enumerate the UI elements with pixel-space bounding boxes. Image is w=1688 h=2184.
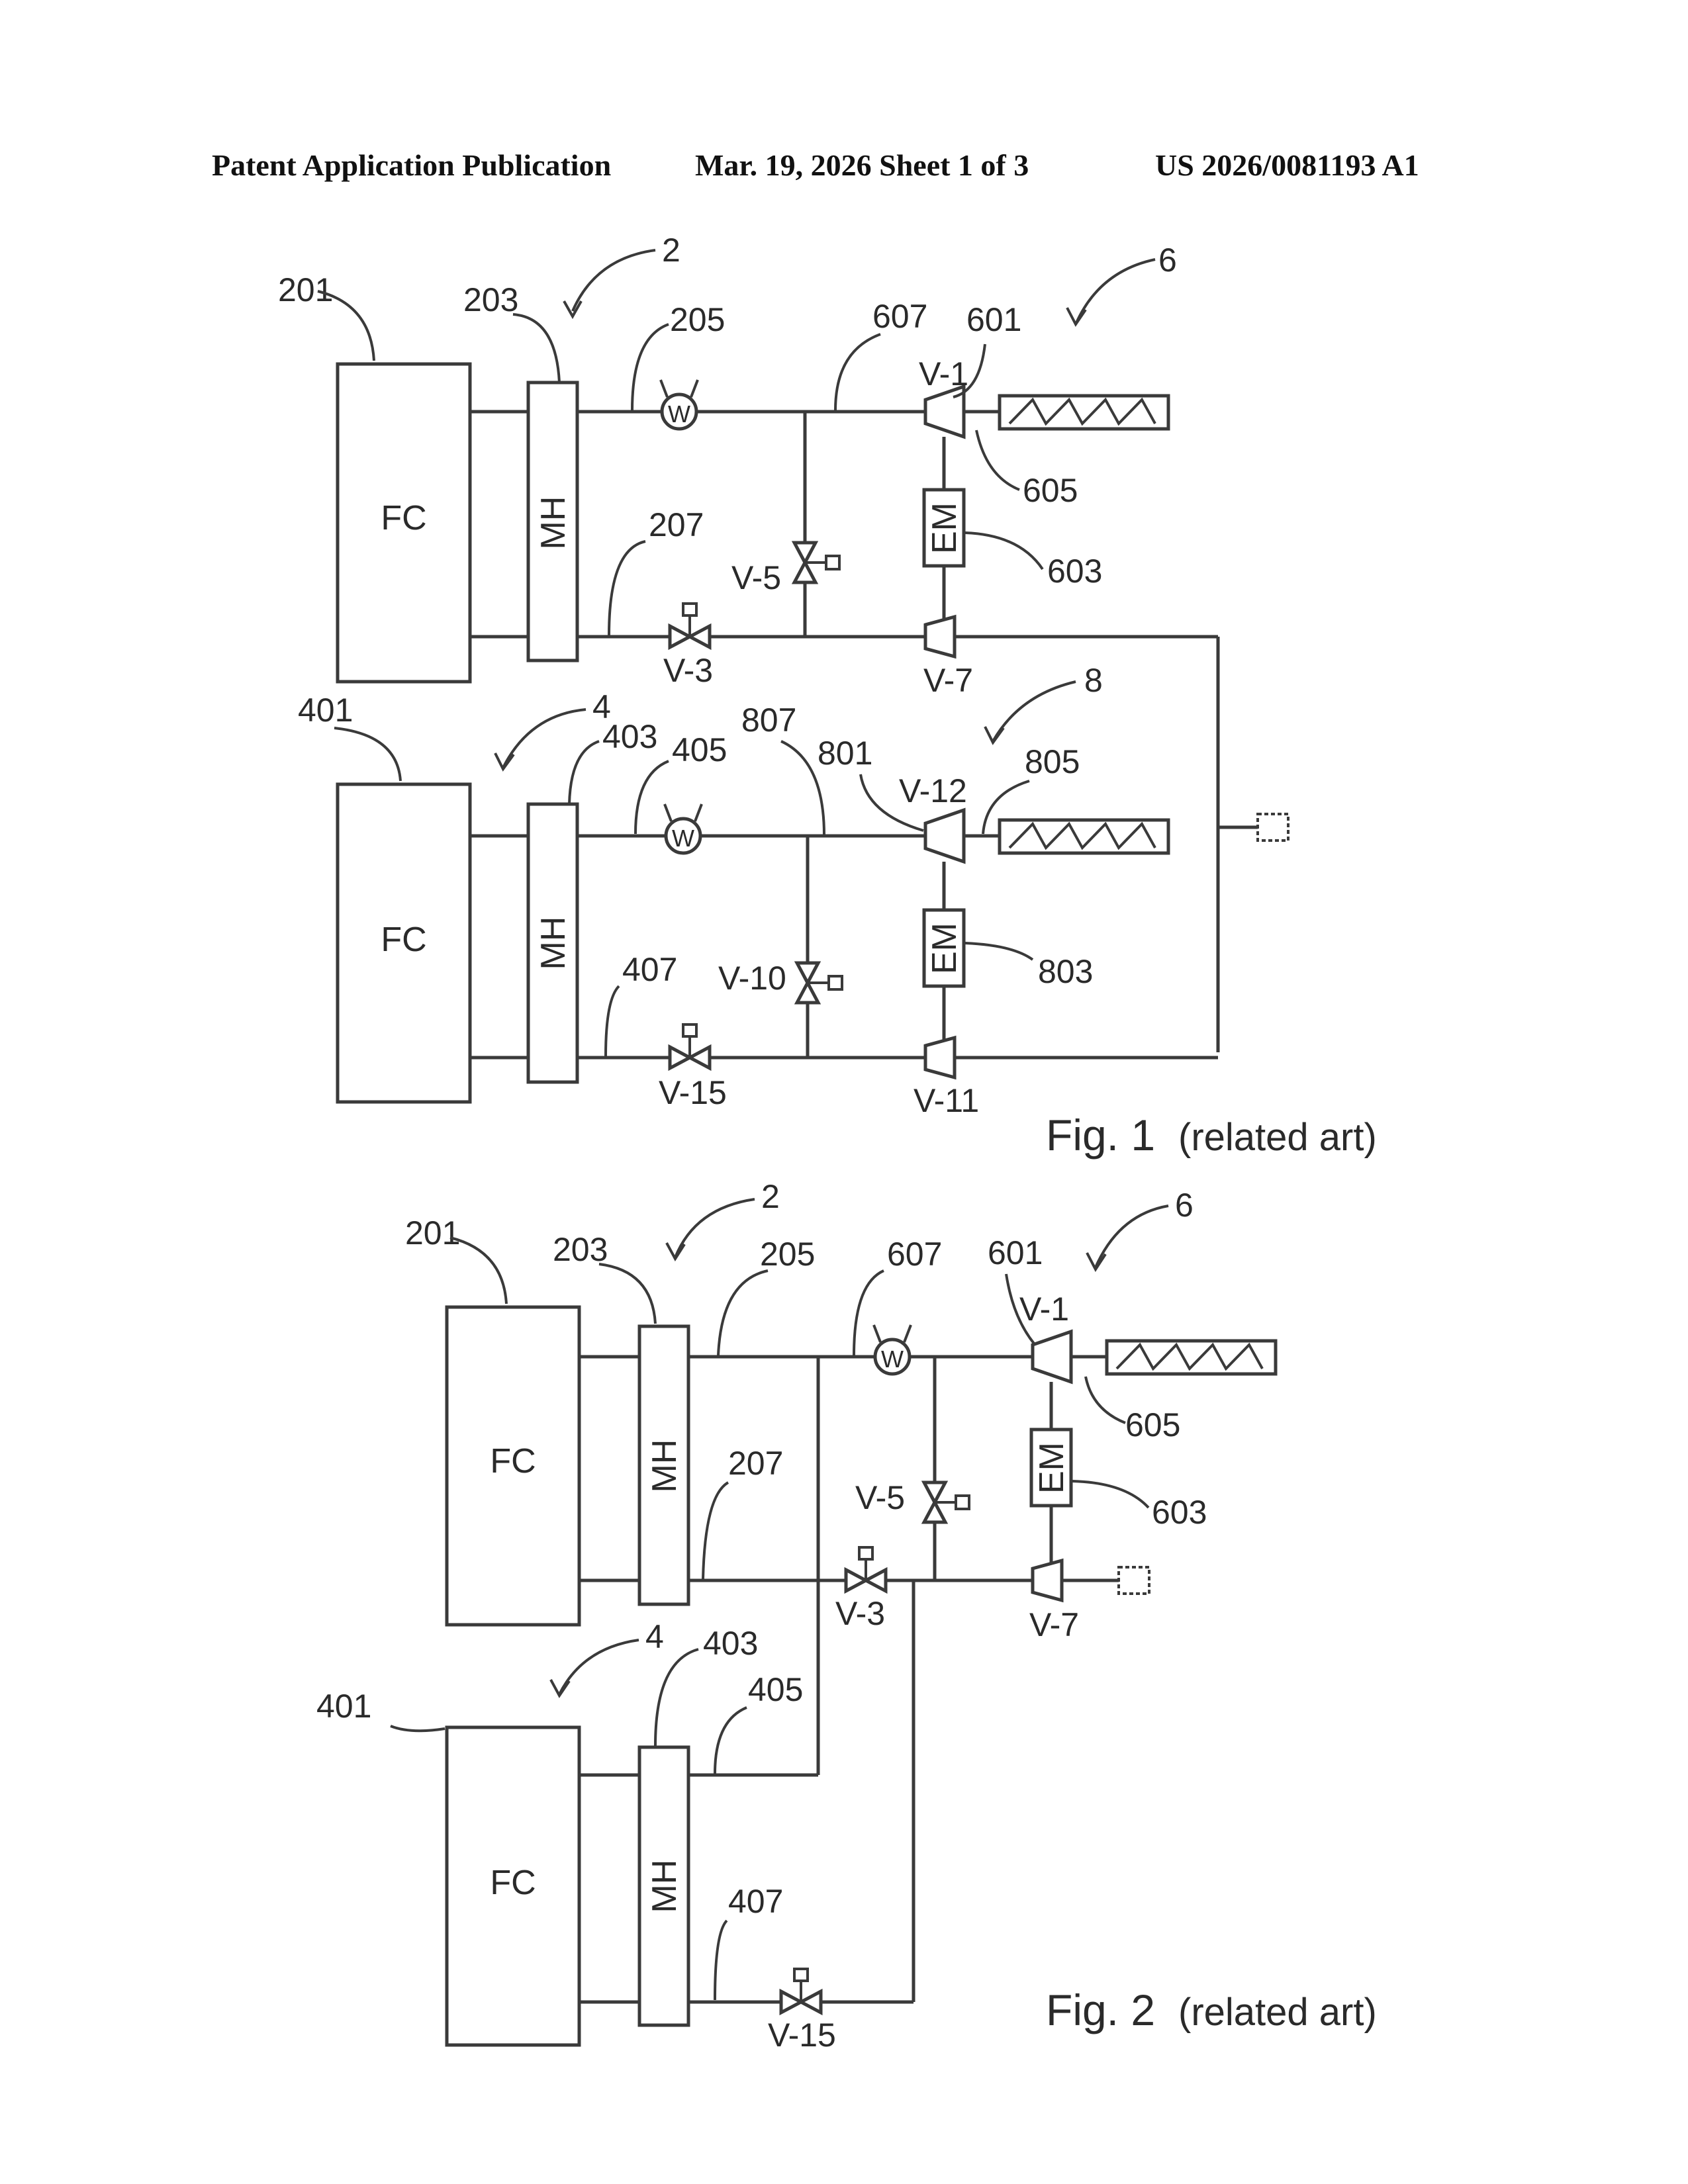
label-v12: V-12 [899, 772, 967, 809]
metal-hydride-label-3: MH [645, 1439, 684, 1493]
turbine-v7 [1033, 1561, 1062, 1600]
ref-403: 403 [703, 1625, 758, 1662]
fig2-caption: Fig. 2 [1046, 1985, 1155, 2034]
figure-2: FC MH W EM [316, 1178, 1377, 2054]
label-v10: V-10 [718, 960, 786, 997]
ref-201: 201 [405, 1214, 460, 1251]
ref-803: 803 [1038, 953, 1093, 990]
ref-203: 203 [553, 1231, 608, 1268]
fuel-cell-label-4: FC [490, 1864, 536, 1902]
ref-805: 805 [1025, 743, 1080, 780]
header-date-sheet: Mar. 19, 2026 Sheet 1 of 3 [695, 148, 1029, 182]
metal-hydride-label: MH [534, 496, 573, 550]
electric-motor-label-3: EM [1033, 1442, 1071, 1494]
ref-407: 407 [728, 1883, 783, 1920]
compressor-v12 [925, 810, 964, 862]
exhaust-outlet [1119, 1567, 1149, 1594]
metal-hydride-label-4: MH [645, 1860, 684, 1913]
fig1-caption-sub: (related art) [1178, 1116, 1377, 1159]
ref-207: 207 [649, 506, 704, 543]
ref-8: 8 [1084, 662, 1103, 699]
ref-403: 403 [602, 718, 657, 755]
ref-603: 603 [1047, 553, 1102, 590]
ref-2: 2 [662, 232, 680, 269]
fuel-cell-label: FC [381, 499, 426, 537]
fuel-cell-label-3: FC [490, 1442, 536, 1480]
ref-807: 807 [741, 702, 796, 739]
label-v15: V-15 [659, 1074, 727, 1111]
ref-203: 203 [463, 281, 518, 318]
ref-607: 607 [887, 1236, 942, 1273]
turbine-v7 [925, 617, 955, 657]
ref-207: 207 [728, 1445, 783, 1482]
label-v7: V-7 [923, 662, 973, 699]
label-v15: V-15 [768, 2017, 836, 2054]
ref-205: 205 [760, 1236, 815, 1273]
fig1-caption: Fig. 1 [1046, 1111, 1155, 1160]
ref-405: 405 [672, 731, 727, 768]
ref-4: 4 [645, 1618, 664, 1655]
water-pump-label-3: W [881, 1345, 904, 1373]
ref-6: 6 [1175, 1187, 1194, 1224]
metal-hydride-label-2: MH [534, 917, 573, 970]
label-v7: V-7 [1029, 1606, 1079, 1643]
ref-6: 6 [1158, 242, 1177, 279]
header-patent-number: US 2026/0081193 A1 [1155, 148, 1419, 182]
label-v1: V-1 [1019, 1291, 1069, 1328]
label-v1: V-1 [919, 355, 968, 392]
ref-201: 201 [278, 271, 333, 308]
ref-601: 601 [988, 1234, 1043, 1271]
ref-605: 605 [1125, 1406, 1180, 1443]
electric-motor-label-2: EM [925, 923, 964, 974]
exhaust-outlet [1258, 814, 1288, 841]
electric-motor-label: EM [925, 502, 964, 554]
ref-407: 407 [622, 951, 677, 988]
label-v3: V-3 [663, 652, 713, 689]
turbine-v11 [925, 1038, 955, 1077]
label-v3: V-3 [835, 1595, 885, 1632]
label-v11: V-11 [914, 1082, 979, 1119]
fig2-caption-sub: (related art) [1178, 1991, 1377, 2034]
water-pump-label: W [668, 400, 690, 428]
ref-2: 2 [761, 1178, 780, 1215]
compressor-v1 [1033, 1332, 1071, 1382]
ref-607: 607 [872, 298, 927, 335]
ref-401: 401 [298, 692, 353, 729]
fuel-cell-label-2: FC [381, 921, 426, 959]
header-publication: Patent Application Publication [212, 148, 611, 182]
ref-405: 405 [748, 1671, 803, 1708]
ref-601: 601 [966, 301, 1021, 338]
ref-205: 205 [670, 301, 725, 338]
ref-401: 401 [316, 1688, 371, 1725]
water-pump-label-2: W [672, 825, 694, 852]
ref-801: 801 [818, 735, 872, 772]
ref-603: 603 [1152, 1494, 1207, 1531]
figure-1: FC MH W EM 201 [278, 232, 1377, 1160]
ref-605: 605 [1023, 472, 1078, 509]
label-v5: V-5 [855, 1479, 905, 1516]
label-v5: V-5 [731, 559, 781, 596]
